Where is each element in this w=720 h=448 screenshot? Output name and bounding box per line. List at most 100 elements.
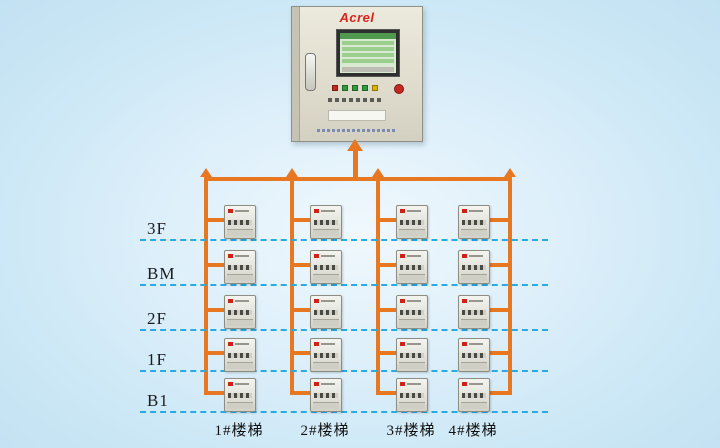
device-led-icon (228, 342, 233, 346)
floor-label-3f: 3F (147, 219, 167, 238)
device-label-mark (407, 255, 421, 257)
floor-label-1f: 1F (147, 350, 167, 369)
device-terminals (228, 220, 252, 225)
device-feed-line-r1-c4 (488, 218, 508, 222)
screen-header-bar (340, 33, 396, 39)
device-terminals (400, 310, 424, 315)
device-led-icon (228, 382, 233, 386)
device-feed-line-r2-c3 (376, 263, 396, 267)
device-feed-line-r4-c3 (376, 351, 396, 355)
device-base (461, 362, 487, 369)
device-base (313, 319, 339, 326)
device-terminals (228, 393, 252, 398)
device-base (461, 274, 487, 281)
device-base (227, 319, 253, 326)
monitor-module-r2-c2 (310, 250, 342, 284)
device-base (399, 229, 425, 236)
cabinet-caption-text (317, 129, 397, 132)
device-led-icon (400, 382, 405, 386)
monitor-module-r2-c4 (458, 250, 490, 284)
device-label-mark (321, 300, 335, 302)
monitor-module-r4-c3 (396, 338, 428, 372)
device-terminals (462, 393, 486, 398)
monitor-module-r4-c1 (224, 338, 256, 372)
stairwell-label-2: 2#楼梯 (300, 423, 350, 439)
device-led-icon (462, 299, 467, 303)
monitor-module-r4-c4 (458, 338, 490, 372)
screen-list-row (342, 41, 394, 45)
device-led-icon (462, 342, 467, 346)
key-icon (328, 98, 332, 102)
green-indicator-icon (342, 85, 348, 91)
device-feed-line-r5-c4 (488, 391, 508, 395)
floor-label-2f: 2F (147, 309, 167, 328)
device-terminals (228, 310, 252, 315)
device-label-mark (235, 210, 249, 212)
device-base (399, 402, 425, 409)
cabinet-side-panel (292, 7, 300, 141)
device-feed-line-r2-c1 (204, 263, 224, 267)
device-label-mark (469, 343, 483, 345)
device-feed-line-r3-c2 (290, 308, 310, 312)
device-base (461, 229, 487, 236)
cabinet-screen (336, 29, 400, 77)
device-led-icon (400, 299, 405, 303)
monitor-module-r1-c3 (396, 205, 428, 239)
device-terminals (400, 393, 424, 398)
red-indicator-icon (332, 85, 338, 91)
monitor-module-r5-c4 (458, 378, 490, 412)
device-base (461, 319, 487, 326)
monitor-module-r2-c1 (224, 250, 256, 284)
riser-line-4 (508, 177, 512, 395)
device-feed-line-r1-c3 (376, 218, 396, 222)
device-base (227, 274, 253, 281)
device-base (399, 274, 425, 281)
device-base (227, 402, 253, 409)
monitor-module-r3-c2 (310, 295, 342, 329)
device-label-mark (235, 343, 249, 345)
monitor-module-r4-c2 (310, 338, 342, 372)
monitor-module-r1-c4 (458, 205, 490, 239)
stairwell-label-4: 4#楼梯 (448, 423, 498, 439)
bus-arrow-up-icon (200, 168, 212, 177)
device-terminals (462, 353, 486, 358)
green-indicator-icon (362, 85, 368, 91)
device-terminals (462, 310, 486, 315)
screen-list-row (342, 53, 394, 57)
device-label-mark (235, 255, 249, 257)
device-label-mark (235, 300, 249, 302)
monitor-module-r1-c2 (310, 205, 342, 239)
device-terminals (462, 265, 486, 270)
key-icon (370, 98, 374, 102)
device-led-icon (228, 299, 233, 303)
device-terminals (314, 310, 338, 315)
device-feed-line-r5-c3 (376, 391, 396, 395)
device-led-icon (400, 342, 405, 346)
riser-line-3 (376, 177, 380, 395)
device-base (227, 362, 253, 369)
device-base (313, 229, 339, 236)
key-icon (342, 98, 346, 102)
key-icon (349, 98, 353, 102)
device-terminals (228, 353, 252, 358)
device-feed-line-r4-c2 (290, 351, 310, 355)
stairwell-label-1: 1#楼梯 (214, 423, 264, 439)
stairwell-label-3: 3#楼梯 (386, 423, 436, 439)
device-feed-line-r3-c3 (376, 308, 396, 312)
bus-arrow-up-icon (286, 168, 298, 177)
floor-line-1f (140, 370, 548, 372)
main-bus-line (353, 151, 358, 178)
device-feed-line-r3-c4 (488, 308, 508, 312)
indicator-lights (332, 85, 378, 91)
floor-line-3f (140, 239, 548, 241)
monitor-module-r2-c3 (396, 250, 428, 284)
bus-arrow-up-icon (372, 168, 384, 177)
device-terminals (400, 353, 424, 358)
device-led-icon (400, 209, 405, 213)
device-led-icon (314, 209, 319, 213)
device-feed-line-r2-c2 (290, 263, 310, 267)
floor-line-2f (140, 329, 548, 331)
screen-display (340, 33, 396, 73)
cabinet-nameplate (328, 110, 386, 121)
